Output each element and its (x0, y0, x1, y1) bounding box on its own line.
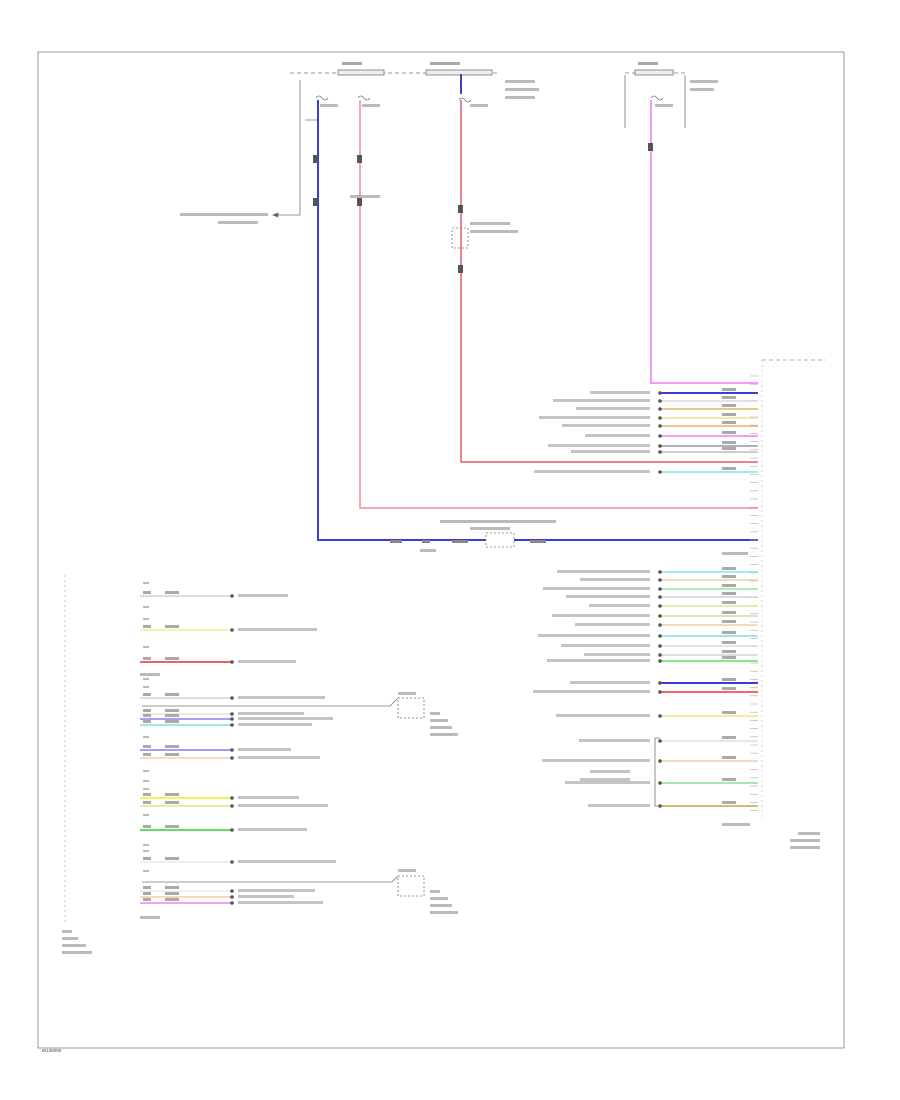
right-wire-group (533, 388, 758, 808)
left-splice-boxes (142, 697, 425, 897)
wire-magenta-main (650, 100, 758, 384)
splice-connector (485, 532, 515, 548)
footer-code: W108090 (42, 1048, 62, 1053)
left-connector (62, 575, 160, 954)
wire-blue-main (317, 100, 758, 541)
left-splice-labels (398, 692, 458, 914)
right-module (722, 359, 826, 849)
wire-red-relay (460, 100, 758, 463)
left-wire-group (140, 582, 336, 905)
wire-red-main (359, 100, 758, 509)
top-power-section (271, 69, 686, 249)
fuse-labels (180, 62, 718, 233)
diagram-frame (37, 51, 845, 1049)
